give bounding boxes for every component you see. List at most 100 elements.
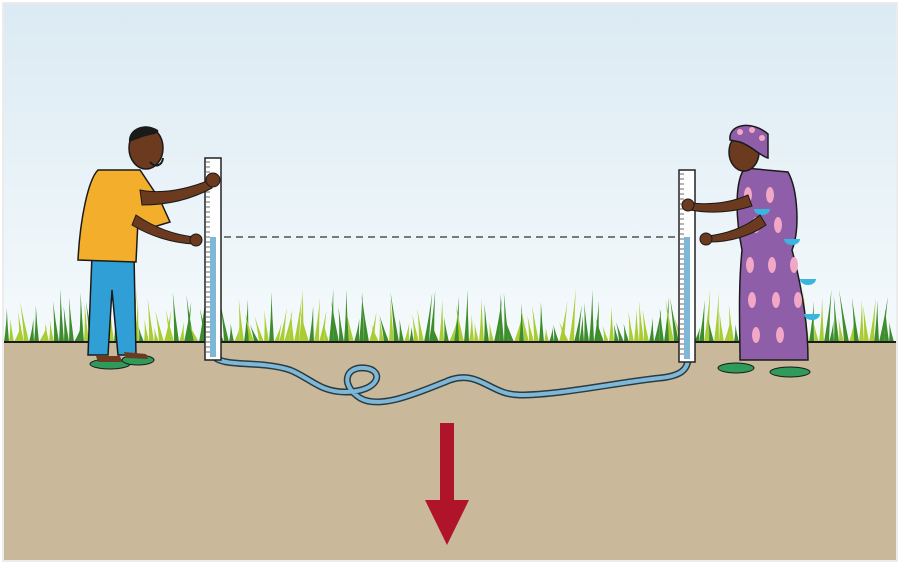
grass-blade	[279, 308, 287, 342]
grass-blade	[34, 305, 39, 342]
grass-blade	[329, 288, 334, 342]
grass-blade	[4, 308, 9, 342]
grass-blade	[409, 326, 414, 342]
grass-blade	[664, 296, 669, 342]
grass-blade	[254, 315, 264, 342]
grass-blade	[417, 308, 424, 342]
grass-blade	[484, 303, 489, 342]
grass-blade	[724, 321, 731, 342]
grass-blade	[863, 305, 869, 342]
grass-blade	[574, 305, 582, 342]
grass-blade	[659, 308, 664, 342]
dress-pattern-dot	[774, 217, 782, 233]
grass-blade	[229, 323, 234, 342]
grass-blade	[569, 288, 576, 342]
grass-blade	[189, 324, 199, 342]
grass-blade	[838, 318, 844, 342]
grass-blade	[164, 309, 172, 342]
grass-blade	[719, 311, 724, 342]
grass-blade	[299, 288, 304, 342]
grass-blade	[439, 299, 444, 342]
grass-blade	[824, 289, 832, 342]
grass-blade	[314, 297, 320, 342]
grass-blade	[52, 301, 59, 342]
grass-blade	[138, 327, 144, 342]
grass-blade	[249, 324, 259, 342]
grass	[4, 288, 894, 342]
grass-blade	[714, 291, 719, 342]
grass-blade	[634, 309, 639, 342]
dress-pattern-accent	[784, 239, 800, 245]
grass-blade	[859, 299, 864, 342]
grass-blade	[220, 303, 229, 342]
dress-pattern-accent	[804, 314, 820, 320]
grass-blade	[584, 302, 589, 342]
dress-pattern-dot	[752, 327, 760, 343]
grass-blade	[165, 309, 174, 342]
dress-pattern-dot	[766, 187, 774, 203]
grass-blade	[595, 318, 604, 342]
grass-blade	[74, 324, 82, 342]
grass-blade	[404, 322, 410, 342]
grass-blade	[544, 327, 549, 342]
grass-blade	[245, 313, 254, 342]
grass-blade	[309, 305, 314, 342]
down-arrow-icon	[425, 423, 469, 545]
grass-blade	[504, 318, 514, 342]
dress-pattern-dot	[768, 257, 776, 273]
grass-blade	[879, 296, 888, 342]
grass-blade	[147, 298, 154, 342]
man-figure	[77, 126, 221, 370]
grass-blade	[494, 297, 502, 342]
grass-blade	[154, 327, 159, 342]
grass-blade	[708, 318, 714, 342]
grass-blade	[455, 304, 464, 342]
grass-blade	[443, 316, 449, 342]
grass-blade	[449, 321, 457, 342]
grass-blade	[694, 327, 701, 342]
grass-blade	[424, 292, 433, 342]
right-level-tube	[678, 169, 696, 363]
grass-blade	[63, 306, 69, 342]
grass-blade	[429, 290, 436, 342]
grass-blade	[390, 291, 399, 342]
grass-blade	[338, 306, 344, 342]
grass-blade	[623, 323, 629, 342]
grass-blade	[134, 298, 139, 342]
grass-blade	[851, 297, 859, 342]
grass-blade	[264, 310, 269, 342]
grass-blade	[39, 325, 48, 342]
grass-blade	[469, 314, 474, 342]
grass-blade	[699, 299, 705, 342]
grass-blade	[889, 322, 894, 342]
dress-pattern-accent	[754, 209, 770, 215]
grass-blade	[44, 323, 49, 342]
grass-blade	[665, 298, 674, 342]
grass-blade	[527, 315, 534, 342]
grass-blade	[589, 290, 594, 342]
grass-blade	[639, 301, 644, 342]
grass-blade	[319, 310, 327, 342]
left-level-tube	[204, 157, 222, 361]
grass-blade	[234, 327, 240, 342]
dress-pattern-dot	[772, 292, 780, 308]
grass-blade	[559, 321, 569, 342]
grass-blade	[284, 309, 293, 342]
dress-pattern-dot	[748, 292, 756, 308]
grass-blade	[79, 292, 84, 342]
grass-blade	[499, 293, 504, 342]
grass-blade	[346, 312, 354, 342]
water-hose-inner	[211, 353, 690, 404]
grass-blade	[59, 288, 64, 342]
grass-blade	[833, 296, 839, 342]
grass-blade	[474, 323, 479, 342]
grass-blade	[884, 309, 889, 342]
dress-pattern-dot	[794, 292, 802, 308]
grass-blade	[20, 301, 29, 342]
grass-blade	[503, 292, 509, 342]
grass-blade	[172, 292, 179, 342]
grass-blade	[616, 322, 624, 342]
grass-blade	[734, 324, 739, 342]
